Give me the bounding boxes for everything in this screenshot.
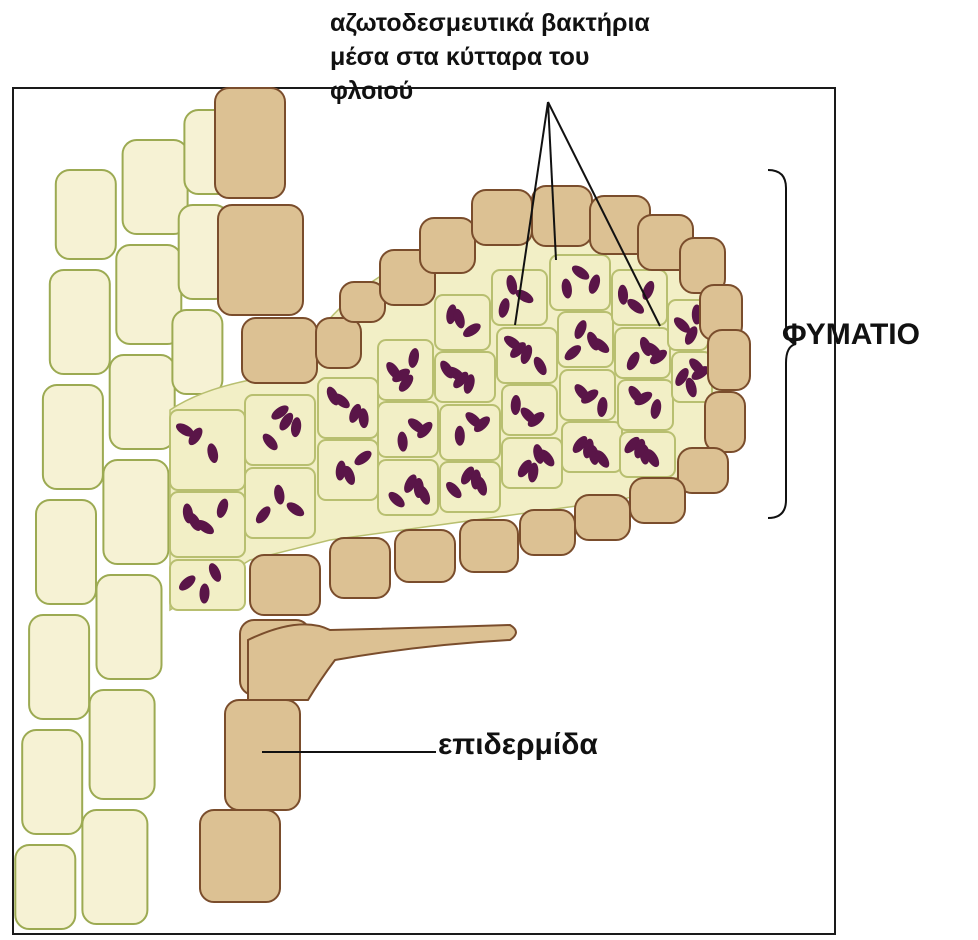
cortex-cell [82,810,147,924]
cortex-cell [50,270,110,374]
epidermis-label: επιδερμίδα [438,728,598,762]
cortex-cell [90,690,155,799]
epidermis-cell [472,190,532,245]
bacteria-label-line-3: φλοιού [330,74,650,108]
infected-cell [318,378,378,438]
epidermis-cell [316,318,361,368]
bacteria-label-line-2: μέσα στα κύτταρα του [330,40,650,74]
epidermis-cell [520,510,575,555]
cortex-cell [103,460,168,564]
epidermis-cell [708,330,750,390]
epidermis-cell [250,555,320,615]
cortex-cell [29,615,89,719]
cortex-cell [36,500,96,604]
infected-cell [245,395,315,465]
infected-cell [618,380,673,430]
epidermis-cell [330,538,390,598]
cortex-cell [22,730,82,834]
cortex-cell [43,385,103,489]
bacteria-label: αζωτοδεσμευτικά βακτήρια μέσα στα κύτταρ… [330,6,650,108]
cortex-cell [97,575,162,679]
nodule-label: ΦΥΜΑΤΙΟ [782,318,920,352]
epidermis-cell [630,478,685,523]
infected-cell [550,255,610,310]
epidermis-cell [215,88,285,198]
cortex-cell [172,310,222,394]
epidermis-cell [460,520,518,572]
epidermis-cell [575,495,630,540]
epidermis-cell [340,282,385,322]
epidermis-cell [218,205,303,315]
epidermis-cell [705,392,745,452]
bacterium [414,478,424,498]
cortex-cell [56,170,116,259]
epidermis-cell [532,186,592,246]
cortex-cell [110,355,175,449]
bacteria-label-line-1: αζωτοδεσμευτικά βακτήρια [330,6,650,40]
epidermis-cell [225,700,300,810]
epidermis-cell [420,218,475,273]
cortex-cell [15,845,75,929]
epidermis-cell [242,318,317,383]
epidermis-cell [200,810,280,902]
epidermis-cell [395,530,455,582]
epidermis-cell [678,448,728,493]
